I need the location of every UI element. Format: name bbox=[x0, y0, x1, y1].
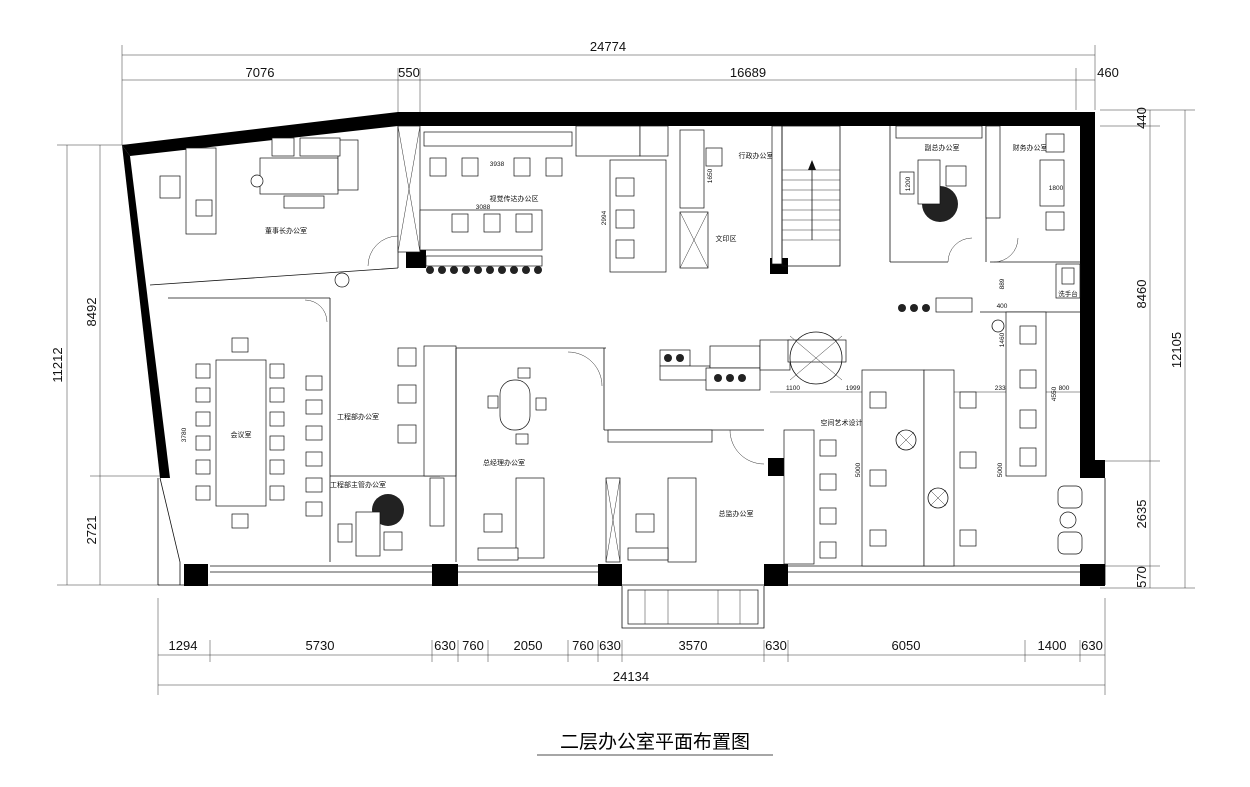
bottom-dimensions: 1294 5730 630 760 2050 760 630 3570 630 … bbox=[157, 598, 1106, 695]
dim-bottom-6: 760 bbox=[572, 638, 594, 653]
chairman-office: 董事长办公室 bbox=[149, 126, 399, 288]
engineering-office: 工程部办公室 工程部主管办公室 bbox=[330, 345, 457, 557]
label-admin: 行政办公室 bbox=[739, 151, 774, 160]
label-print: 文印区 bbox=[716, 234, 737, 243]
dim-2994: 2994 bbox=[601, 210, 608, 225]
finance-office: 财务办公室 1800 洗手台 889 bbox=[990, 133, 1081, 299]
dim-bottom-12: 630 bbox=[1081, 638, 1103, 653]
dim-bottom-11: 1400 bbox=[1038, 638, 1067, 653]
dim-bottom-2: 5730 bbox=[306, 638, 335, 653]
dim-bottom-5: 2050 bbox=[514, 638, 543, 653]
dim-1460: 1460 bbox=[999, 332, 1006, 347]
drawing-title: 二层办公室平面布置图 bbox=[560, 731, 750, 753]
dim-bottom-10: 6050 bbox=[892, 638, 921, 653]
label-visual: 视觉传达办公区 bbox=[490, 194, 539, 203]
dim-2331: 2331 bbox=[995, 385, 1010, 392]
label-gm: 总经理办公室 bbox=[483, 458, 525, 467]
dim-bottom-total: 24134 bbox=[613, 669, 649, 684]
dim-left-2: 2721 bbox=[84, 516, 99, 545]
dim-5000b: 5000 bbox=[997, 462, 1004, 477]
dim-bottom-4: 760 bbox=[462, 638, 484, 653]
label-director: 总监办公室 bbox=[719, 509, 754, 518]
dim-right-2: 8460 bbox=[1134, 280, 1149, 309]
label-wash: 洗手台 bbox=[1058, 289, 1078, 298]
dim-top-total: 24774 bbox=[590, 39, 626, 54]
dim-3780: 3780 bbox=[181, 427, 188, 442]
label-eng-mgr: 工程部主管办公室 bbox=[330, 480, 386, 489]
dim-bottom-1: 1294 bbox=[169, 638, 198, 653]
space-art-area: 1100 1999 1600 2331 800 空间艺术设计办公区 5000 5… bbox=[770, 311, 1083, 567]
dim-800: 800 bbox=[1059, 385, 1070, 392]
meeting-chairs bbox=[195, 337, 323, 529]
dim-5000a: 5000 bbox=[855, 462, 862, 477]
label-space-art: 空间艺术设计办公区 bbox=[821, 418, 884, 427]
meeting-room: 会议室 3780 bbox=[168, 297, 331, 562]
dim-3938: 3938 bbox=[490, 161, 505, 168]
dim-4550: 4550 bbox=[1051, 386, 1058, 401]
corridor-furniture: 400 1460 bbox=[659, 297, 1080, 391]
director-office: 总监办公室 bbox=[604, 429, 765, 563]
stairs bbox=[781, 125, 841, 267]
dim-1999: 1999 bbox=[846, 385, 861, 392]
visual-area: 3938 3088 视觉传达办公区 2994 bbox=[397, 125, 669, 274]
dim-left-1: 8492 bbox=[84, 298, 99, 327]
vice-office: 副总办公室 1200 bbox=[889, 125, 1001, 263]
label-finance: 财务办公室 bbox=[1013, 143, 1048, 152]
label-engineering: 工程部办公室 bbox=[337, 412, 379, 421]
gm-office: 总经理办公室 bbox=[455, 347, 606, 562]
top-dimensions: 24774 7076 550 16689 460 bbox=[121, 39, 1119, 145]
left-dimensions: 11212 8492 2721 bbox=[50, 144, 160, 586]
plant-icon bbox=[334, 272, 350, 288]
dim-right-3: 2635 bbox=[1134, 500, 1149, 529]
admin-office: 1650 行政办公室 文印区 bbox=[679, 125, 841, 269]
dim-right-4: 570 bbox=[1134, 566, 1149, 588]
dim-bottom-3: 630 bbox=[434, 638, 456, 653]
dim-1200: 1200 bbox=[905, 176, 912, 191]
dim-right-total: 12105 bbox=[1169, 332, 1184, 368]
dim-bottom-7: 630 bbox=[599, 638, 621, 653]
dim-400: 400 bbox=[997, 303, 1008, 310]
dim-3088: 3088 bbox=[476, 204, 491, 211]
dim-top-3: 16689 bbox=[730, 65, 766, 80]
label-meeting: 会议室 bbox=[231, 430, 252, 439]
dim-top-2: 550 bbox=[398, 65, 420, 80]
label-vice: 副总办公室 bbox=[925, 143, 960, 152]
meeting-table bbox=[215, 359, 267, 507]
label-chairman: 董事长办公室 bbox=[265, 226, 307, 235]
dim-top-1: 7076 bbox=[246, 65, 275, 80]
dim-right-1: 440 bbox=[1134, 107, 1149, 129]
exterior-walls bbox=[122, 112, 1106, 629]
dim-bottom-9: 630 bbox=[765, 638, 787, 653]
dim-1650: 1650 bbox=[707, 168, 714, 183]
dim-889: 889 bbox=[999, 278, 1006, 289]
dim-1100: 1100 bbox=[786, 385, 800, 392]
dim-bottom-8: 3570 bbox=[679, 638, 708, 653]
dim-top-4: 460 bbox=[1097, 65, 1119, 80]
dim-left-total: 11212 bbox=[50, 347, 65, 382]
dim-1800: 1800 bbox=[1049, 185, 1064, 192]
right-dimensions: 440 8460 2635 570 12105 bbox=[1100, 107, 1195, 589]
